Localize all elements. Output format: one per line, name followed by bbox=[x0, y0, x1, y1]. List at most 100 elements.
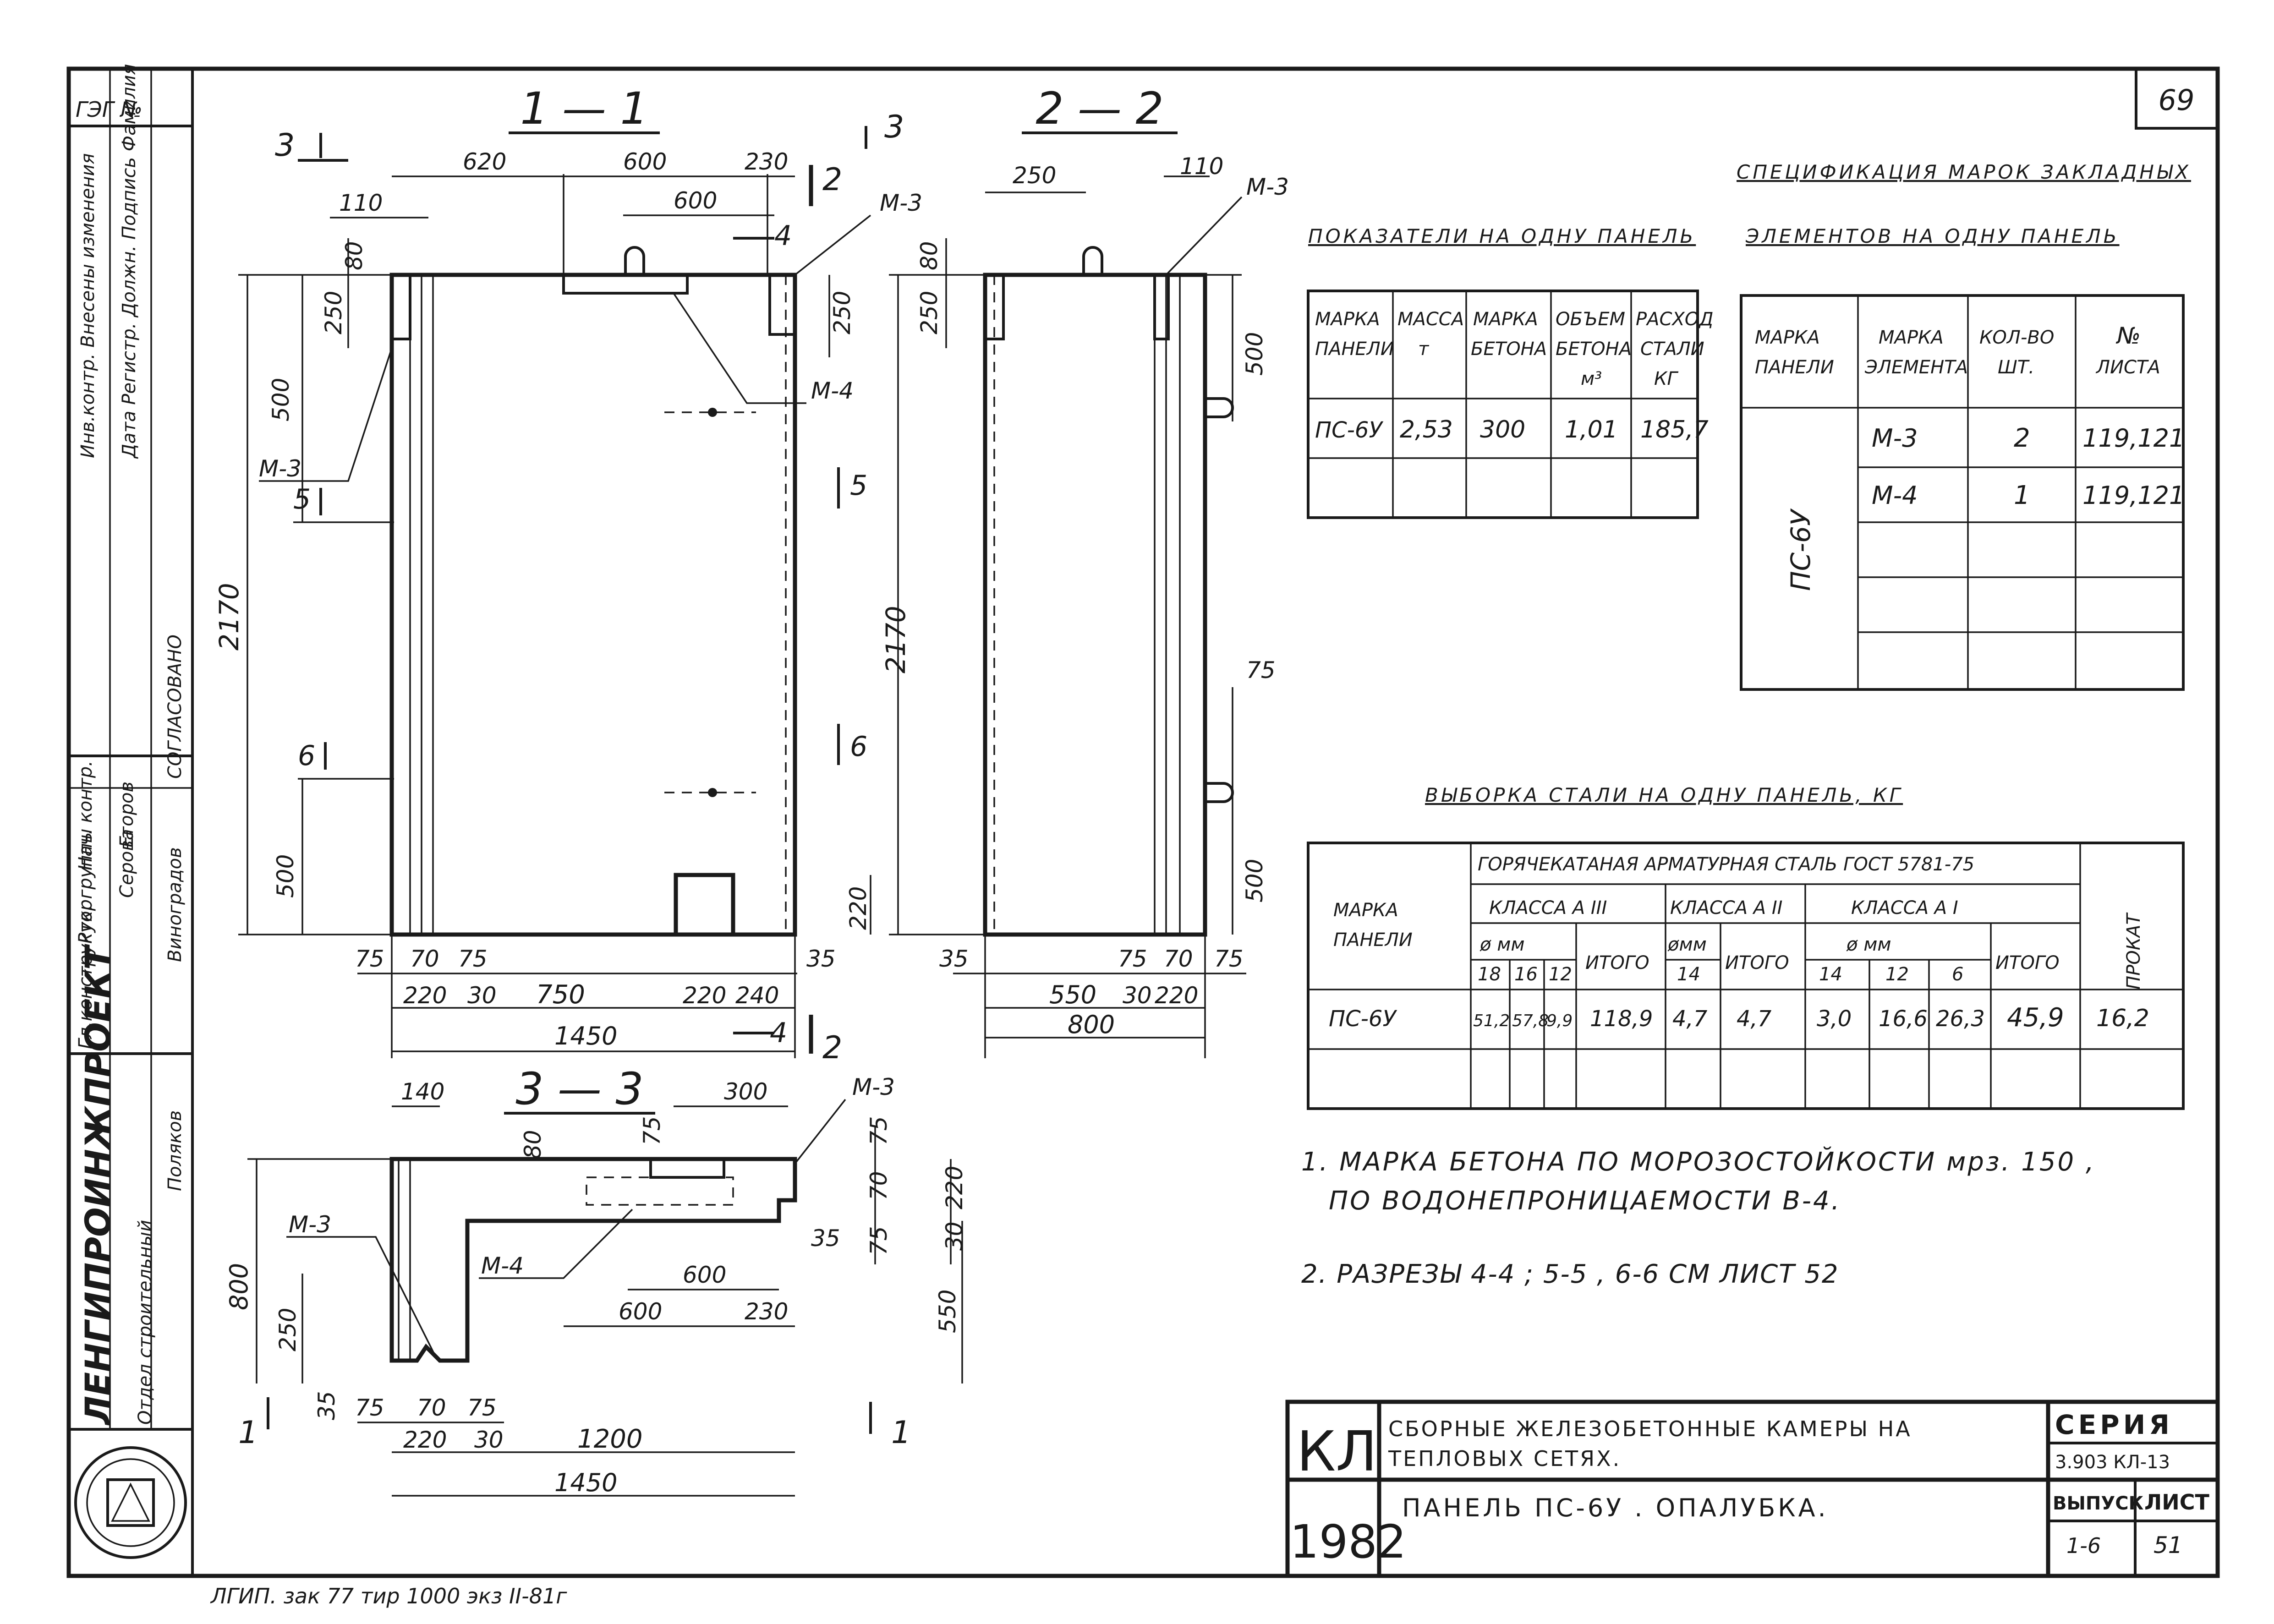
role-3: Нач. контр. bbox=[75, 760, 96, 870]
dim-35: 35 bbox=[806, 946, 836, 972]
dim-2170: 2170 bbox=[214, 583, 245, 651]
steel-h-mark-2: ПАНЕЛИ bbox=[1333, 930, 1413, 951]
steel-d12b: 12 bbox=[1885, 964, 1909, 985]
name-1: Серова bbox=[116, 829, 137, 898]
dim33-250: 250 bbox=[274, 1308, 301, 1351]
footer-print-note: ЛГИП. зак 77 тир 1000 экз II-81г bbox=[210, 1584, 567, 1608]
tb-issue-value: 1-6 bbox=[2066, 1533, 2101, 1558]
steel-d12: 12 bbox=[1549, 964, 1572, 985]
role-1: Гл.конструктор bbox=[75, 899, 96, 1049]
dim33-1450: 1450 bbox=[554, 1468, 617, 1497]
steel-itogo3: ИТОГО bbox=[1585, 952, 1649, 973]
leader-m3-top: М-3 bbox=[880, 190, 922, 216]
note-2: 2. РАЗРЕЗЫ 4-4 ; 5-5 , 6-6 СМ ЛИСТ 52 bbox=[1301, 1259, 1839, 1289]
cut-4-top: 4 bbox=[774, 220, 792, 252]
changes-columns: Дата Регистр. Должн. Подпись Фамилия bbox=[119, 64, 140, 459]
approved-label: СОГЛАСОВАНО bbox=[164, 634, 186, 779]
left-strip: ГЭГ № Инв.контр. Внесены изменения Дата … bbox=[67, 64, 194, 1577]
spec-table: СПЕЦИФИКАЦИЯ МАРОК ЗАКЛАДНЫХ ЭЛЕМЕНТОВ Н… bbox=[1737, 161, 2191, 691]
changes-header: Инв.контр. Внесены изменения bbox=[77, 153, 99, 458]
roles-block: Гл.конструктор Рук. группы Нач. контр. С… bbox=[75, 760, 186, 1049]
tb-sheet-label: ЛИСТ bbox=[2144, 1490, 2209, 1515]
dim33-75b: 75 bbox=[866, 1116, 892, 1145]
dim33-300: 300 bbox=[724, 1078, 767, 1105]
name-5: Виноградов bbox=[164, 847, 186, 962]
steel-v3total: 118,9 bbox=[1590, 1006, 1653, 1032]
dim-500-top: 500 bbox=[268, 378, 294, 421]
name-2: Егоров bbox=[116, 782, 137, 848]
dim22-250: 250 bbox=[1013, 162, 1056, 189]
dim-220-vert: 220 bbox=[845, 886, 871, 930]
section-3-3-outline bbox=[389, 1157, 797, 1363]
dim33-70b: 70 bbox=[417, 1394, 446, 1421]
spec-panel: ПС-6У bbox=[1785, 508, 1816, 591]
page-number: 69 bbox=[2159, 83, 2195, 117]
spec-h-sheet-2: ЛИСТА bbox=[2095, 357, 2160, 378]
ind-h-steel-1: РАСХОД bbox=[1636, 309, 1714, 330]
dim33-140: 140 bbox=[401, 1078, 444, 1105]
dim33-75d: 75 bbox=[355, 1394, 384, 1421]
cut-2-bottom: 2 bbox=[822, 1030, 842, 1066]
m4-plate-top bbox=[562, 273, 689, 295]
spec-title-1: СПЕЦИФИКАЦИЯ МАРОК ЗАКЛАДНЫХ bbox=[1737, 161, 2191, 183]
org-block: ЛЕНГИПРОИНЖПРОЕКТ Отдел строительный Пол… bbox=[77, 944, 186, 1426]
dim22-800: 800 bbox=[1068, 1010, 1115, 1039]
steel-class2: КЛАССА А II bbox=[1670, 897, 1782, 919]
panel-1-1-body bbox=[389, 273, 797, 937]
section-3-3-title: 3 — 3 bbox=[515, 1063, 643, 1115]
steel-phi1: ø мм bbox=[1846, 934, 1891, 955]
steel-v14b: 3,0 bbox=[1817, 1006, 1852, 1032]
dim22-75b: 75 bbox=[1214, 946, 1244, 972]
section-1-1-title: 1 — 1 bbox=[520, 83, 648, 134]
spec-h-qty-1: КОЛ-ВО bbox=[1979, 327, 2054, 348]
dim33-75a: 75 bbox=[639, 1116, 665, 1145]
dim22-220: 220 bbox=[1155, 982, 1198, 1009]
dim22-500b: 500 bbox=[1241, 859, 1268, 902]
tb-year: 1982 bbox=[1290, 1515, 1407, 1569]
cut-3-right: 3 bbox=[884, 109, 904, 145]
steel-group-header: ГОРЯЧЕКАТАНАЯ АРМАТУРНАЯ СТАЛЬ ГОСТ 5781… bbox=[1478, 854, 1974, 875]
dim22-35: 35 bbox=[939, 946, 969, 972]
spec-row1-elem: М-3 bbox=[1872, 424, 1918, 453]
ind-concrete: 300 bbox=[1480, 416, 1525, 443]
tb-issue-label: ВЫПУСК bbox=[2053, 1493, 2144, 1514]
steel-d16: 16 bbox=[1514, 964, 1538, 985]
steel-d14: 14 bbox=[1677, 964, 1700, 985]
section-2-2: 2 — 2 250 110 80 250 2170 500 75 500 М-3 bbox=[880, 83, 1289, 1058]
spec-row1-sheet: 119,121 bbox=[2082, 424, 2185, 453]
dim33-70: 70 bbox=[866, 1171, 892, 1200]
steel-v12b: 16,6 bbox=[1879, 1006, 1928, 1032]
dim22-2170: 2170 bbox=[880, 606, 911, 673]
steel-v1total: 45,9 bbox=[2007, 1003, 2064, 1033]
cut-6-right: 6 bbox=[850, 731, 867, 763]
dim22-250v: 250 bbox=[916, 291, 942, 334]
steel-class1: КЛАССА А I bbox=[1851, 897, 1958, 919]
dim33-220b: 220 bbox=[403, 1427, 447, 1453]
cut-5-left: 5 bbox=[293, 483, 311, 515]
steel-panel: ПС-6У bbox=[1329, 1006, 1397, 1032]
approved-block: СОГЛАСОВАНО bbox=[164, 634, 186, 779]
rear-loop-top bbox=[1205, 397, 1234, 418]
ind-h-mass-1: МАССА bbox=[1397, 309, 1464, 330]
dim-75b: 75 bbox=[458, 946, 488, 972]
dim-80: 80 bbox=[341, 241, 367, 270]
steel-phi3: ø мм bbox=[1479, 934, 1525, 955]
steel-d14b: 14 bbox=[1819, 964, 1842, 985]
leader33-m3-left: М-3 bbox=[289, 1211, 331, 1238]
tb-desc-1: СБОРНЫЕ ЖЕЛЕЗОБЕТОННЫЕ КАМЕРЫ НА bbox=[1388, 1416, 1912, 1441]
cut-3-left: 3 bbox=[275, 127, 295, 164]
tb-series-label: СЕРИЯ bbox=[2055, 1409, 2173, 1440]
indicators-title: ПОКАЗАТЕЛИ НА ОДНУ ПАНЕЛЬ bbox=[1308, 225, 1696, 247]
leader33-m4: М-4 bbox=[481, 1252, 524, 1279]
steel-v2total: 4,7 bbox=[1737, 1006, 1772, 1032]
spec-title-2: ЭЛЕМЕНТОВ НА ОДНУ ПАНЕЛЬ bbox=[1745, 225, 2120, 247]
cut-5-right: 5 bbox=[850, 470, 867, 502]
dept-label: Отдел строительный bbox=[135, 1220, 156, 1425]
dim-110: 110 bbox=[339, 190, 383, 216]
notes: 1. МАРКА БЕТОНА ПО МОРОЗОСТОЙКОСТИ мрз. … bbox=[1301, 1147, 2094, 1289]
dim33-35a: 35 bbox=[811, 1225, 840, 1252]
tb-kl: КЛ bbox=[1297, 1420, 1377, 1484]
ind-mass: 2,53 bbox=[1400, 416, 1453, 443]
spec-row2-elem: М-4 bbox=[1872, 481, 1918, 510]
dim-250-left: 250 bbox=[320, 291, 347, 334]
